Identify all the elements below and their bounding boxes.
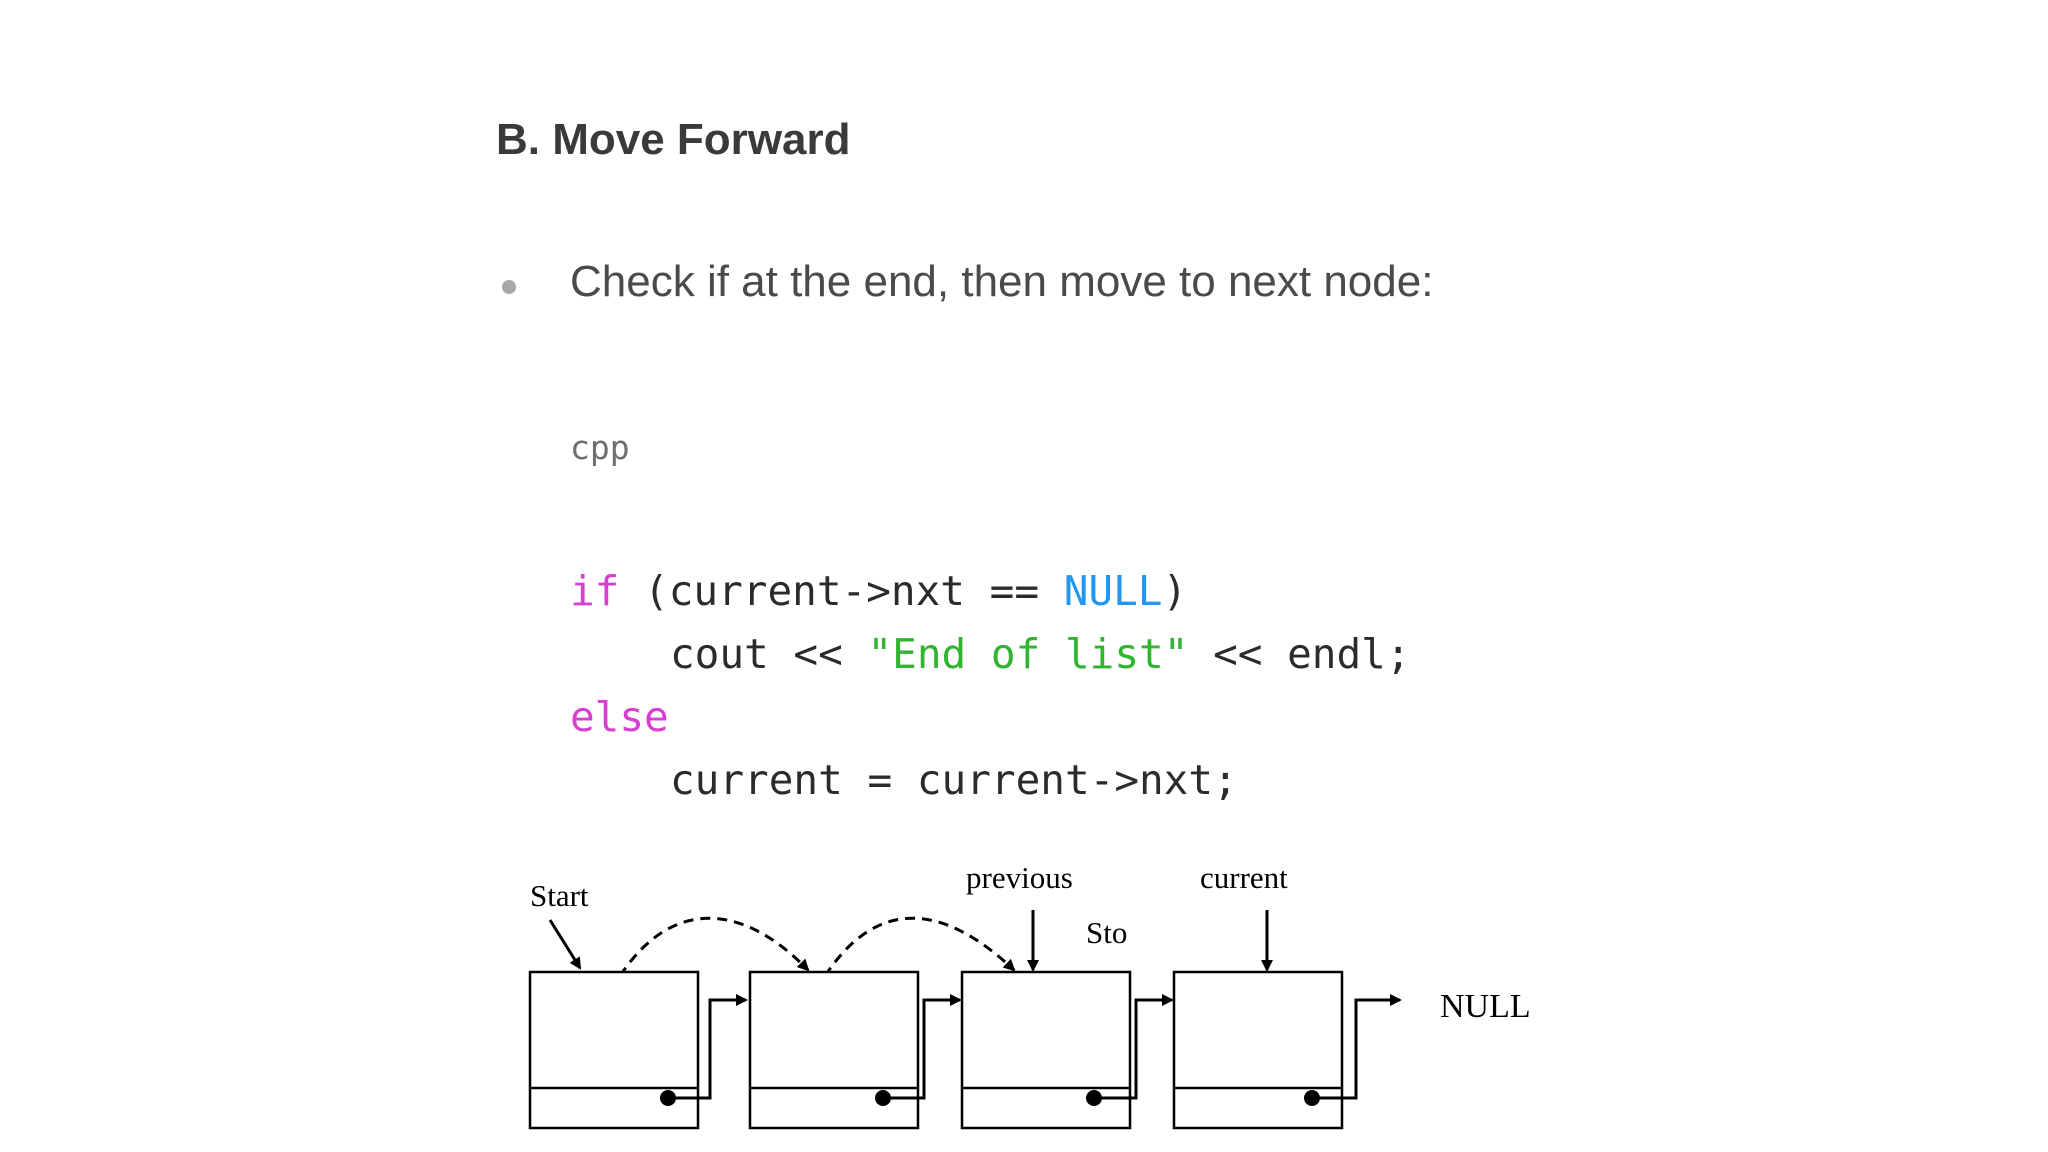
code-condition-close: ) xyxy=(1162,567,1188,615)
code-line-1: if (current->nxt == NULL) xyxy=(570,560,1411,623)
code-keyword-if: if xyxy=(570,567,620,615)
code-condition-open: (current->nxt == xyxy=(619,567,1064,615)
list-node-1 xyxy=(528,970,748,1130)
code-block: if (current->nxt == NULL)cout << "End of… xyxy=(570,560,1411,812)
section-heading: B. Move Forward xyxy=(496,115,851,164)
label-previous: previous xyxy=(966,860,1073,895)
label-current: current xyxy=(1200,860,1288,895)
linked-list-diagram: Start previous current Sto NULL xyxy=(528,860,1531,1130)
code-endl: << endl; xyxy=(1188,630,1411,678)
start-pointer-arrow xyxy=(548,919,582,970)
bullet-text: Check if at the end, then move to next n… xyxy=(570,257,1434,306)
label-null: NULL xyxy=(1440,988,1531,1025)
bullet-dot-icon xyxy=(502,280,516,294)
list-node-2 xyxy=(748,970,962,1130)
code-line-2: cout << "End of list" << endl; xyxy=(570,623,1411,686)
code-cout: cout << xyxy=(670,630,868,678)
code-constant-null: NULL xyxy=(1063,567,1163,615)
code-keyword-else: else xyxy=(570,693,669,741)
code-line-3: else xyxy=(570,686,1411,749)
label-start: Start xyxy=(530,878,589,913)
code-assignment: current = current->nxt; xyxy=(670,756,1238,804)
traversal-arrow-2 xyxy=(823,916,1016,977)
list-node-4 xyxy=(1172,970,1402,1130)
list-node-3 xyxy=(960,970,1174,1130)
code-string-literal: "End of list" xyxy=(867,630,1189,678)
code-language-label: cpp xyxy=(570,428,630,467)
code-line-4: current = current->nxt; xyxy=(570,749,1411,812)
label-partial-text: Sto xyxy=(1086,915,1127,950)
traversal-arrow-1 xyxy=(618,916,810,977)
